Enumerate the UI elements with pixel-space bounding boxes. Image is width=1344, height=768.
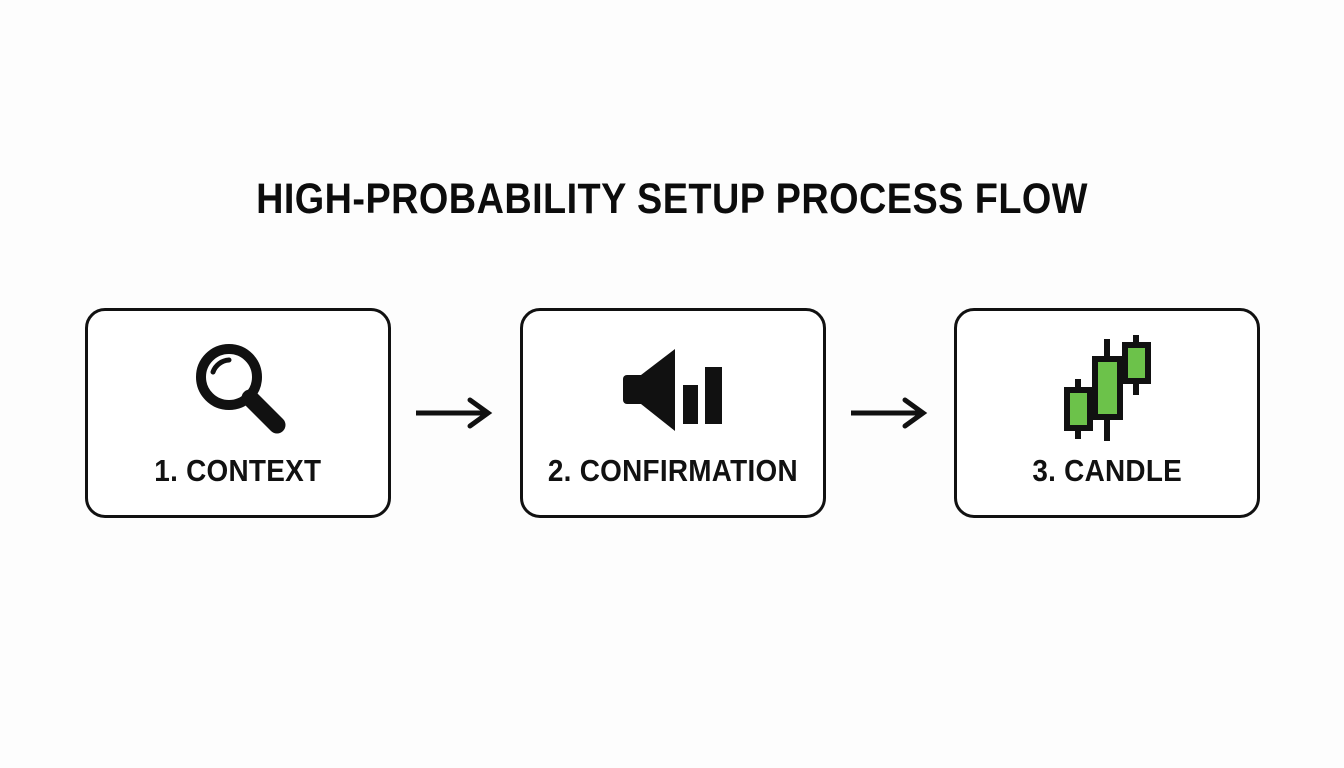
step-card-confirmation[interactable]: 2. CONFIRMATION [519, 308, 826, 518]
candle-right [1122, 335, 1151, 395]
page-title: HIGH-PROBABILITY SETUP PROCESS FLOW [256, 175, 1088, 223]
candlestick-chart-icon [957, 329, 1257, 449]
step-card-context[interactable]: 1. CONTEXT [85, 308, 391, 518]
magnifier-icon [88, 329, 388, 449]
step-label-candle: 3. CANDLE [1032, 453, 1182, 488]
volume-speaker-icon [523, 329, 823, 449]
step-card-candle[interactable]: 3. CANDLE [954, 308, 1260, 518]
candle-middle [1092, 339, 1123, 441]
process-flow: 1. CONTEXT [85, 307, 1260, 519]
step-label-confirmation: 2. CONFIRMATION [547, 453, 798, 488]
arrow-right-icon-2 [840, 393, 940, 433]
arrow-right-icon-1 [405, 393, 505, 433]
step-label-context: 1. CONTEXT [154, 453, 322, 488]
candle-left [1064, 379, 1093, 439]
